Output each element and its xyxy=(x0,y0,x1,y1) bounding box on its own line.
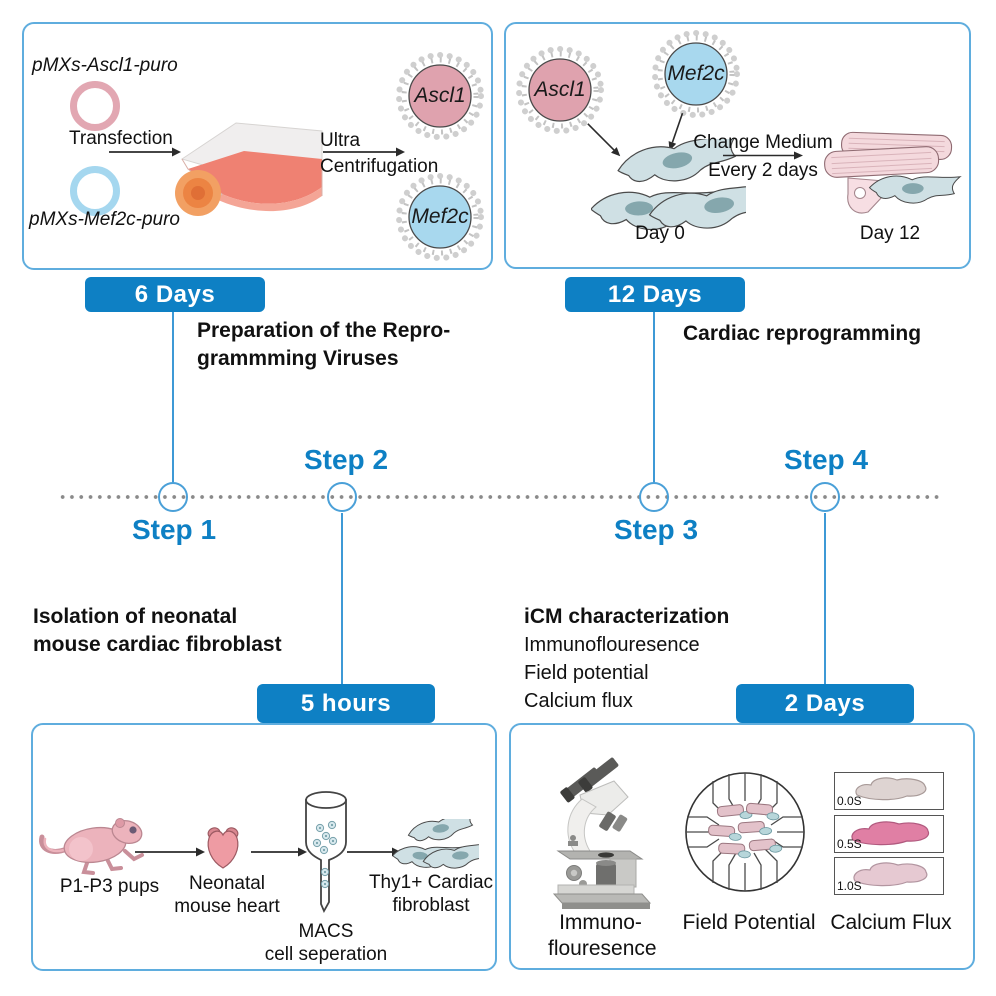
mef2c-virus-label: Mef2c xyxy=(667,62,725,85)
field-potential-mea-icon xyxy=(683,769,807,895)
neonatal-heart-icon xyxy=(204,825,242,871)
isolation-title: Isolation of neonatal mouse cardiac fibr… xyxy=(33,603,282,659)
step1-label: Step 1 xyxy=(131,514,217,545)
macs-label-line1: MACS xyxy=(298,921,354,942)
panel-virus-preparation: pMXs-Ascl1-puro Transfection pMXs-Mef2c-… xyxy=(22,22,493,270)
transfection-label: Transfection xyxy=(69,128,173,149)
panel-isolation: P1-P3 pups Neonatal mouse heart xyxy=(31,723,497,971)
timeline-node-step4 xyxy=(810,482,840,512)
ascl1-virus-icon: Ascl1 xyxy=(515,45,605,135)
change-medium-arrow xyxy=(723,150,803,161)
timeline-node-step3 xyxy=(639,482,669,512)
day12-label: Day 12 xyxy=(859,223,921,244)
isolation-title-line1: Isolation of neonatal xyxy=(33,605,238,628)
timeline-node-step1 xyxy=(158,482,188,512)
icm-method-immunoflouresence: Immunoflouresence xyxy=(524,634,700,656)
change-medium-line1: Change Medium xyxy=(693,132,833,153)
calcium-flux-label: Calcium Flux xyxy=(830,911,952,934)
calcium-frame-3-time: 1.0S xyxy=(837,879,862,893)
virus-prep-title: Preparation of the Repro- grammming Viru… xyxy=(197,317,450,373)
connector-step4 xyxy=(824,513,826,684)
timeline-node-step2 xyxy=(327,482,357,512)
isolation-title-line2: mouse cardiac fibroblast xyxy=(33,633,282,656)
heart-label: Neonatal mouse heart xyxy=(167,872,287,918)
calcium-frame-1: 0.0S xyxy=(834,772,944,810)
culture-flask-icon xyxy=(172,107,330,225)
fibroblast-label-line2: fibroblast xyxy=(392,895,470,916)
icm-method-field-potential: Field potential xyxy=(524,662,649,684)
ultra-label-line2: Centrifugation xyxy=(320,156,439,177)
mef2c-virus-label: Mef2c xyxy=(411,205,469,228)
mef2c-virus-icon: Mef2c xyxy=(651,29,741,119)
cardiac-reprogramming-title: Cardiac reprogramming xyxy=(683,322,922,345)
field-potential-label: Field Potential xyxy=(682,911,816,934)
plasmid-ascl1-icon xyxy=(70,81,120,131)
ascl1-virus-label: Ascl1 xyxy=(414,84,466,107)
heart-to-macs-arrow xyxy=(251,846,307,858)
immunoflouresence-label-line1: Immuno- xyxy=(559,911,642,934)
microscope-icon xyxy=(550,753,654,913)
macs-label-line2: cell seperation xyxy=(264,944,388,965)
connector-step2 xyxy=(341,513,343,684)
ultra-label-line1: Ultra xyxy=(320,130,361,151)
duration-badge-2days: 2 Days xyxy=(736,684,914,723)
calcium-frame-2-time: 0.5S xyxy=(837,837,862,851)
timeline-dotted-line xyxy=(58,494,942,500)
change-medium-line2: Every 2 days xyxy=(708,160,818,181)
icm-method-calcium-flux: Calcium flux xyxy=(524,690,633,712)
ascl1-virus-label: Ascl1 xyxy=(534,78,586,101)
ascl1-to-cells-arrow xyxy=(583,119,624,160)
transfection-arrow xyxy=(109,146,181,158)
pup-to-heart-arrow xyxy=(135,846,205,858)
plasmid-mef2c-icon xyxy=(70,166,120,216)
step3-label: Step 3 xyxy=(613,514,699,545)
plasmid-mef2c-label: pMXs-Mef2c-puro xyxy=(29,209,180,230)
plasmid-ascl1-label: pMXs-Ascl1-puro xyxy=(32,55,178,76)
panel-characterization: Immuno- flouresence xyxy=(509,723,975,970)
calcium-frame-2: 0.5S xyxy=(834,815,944,853)
day0-label: Day 0 xyxy=(635,223,685,244)
mef2c-virus-icon: Mef2c xyxy=(395,172,485,262)
virus-prep-title-line1: Preparation of the Repro- xyxy=(197,319,451,342)
calcium-frame-1-time: 0.0S xyxy=(837,794,862,808)
immunoflouresence-label-line2: flouresence xyxy=(548,937,657,960)
icm-characterization-title: iCM characterization xyxy=(524,605,730,628)
heart-label-line1: Neonatal xyxy=(188,873,266,894)
ultra-centrifugation-arrow xyxy=(323,146,405,158)
step4-label: Step 4 xyxy=(783,444,869,475)
fibroblast-label-line1: Thy1+ Cardiac xyxy=(368,872,494,893)
day12-icm-icon xyxy=(822,130,962,222)
calcium-frame-3: 1.0S xyxy=(834,857,944,895)
cardiac-fibroblast-icon xyxy=(393,819,479,875)
step2-label: Step 2 xyxy=(303,444,389,475)
fibroblast-label: Thy1+ Cardiac fibroblast xyxy=(366,871,496,917)
duration-badge-12days: 12 Days xyxy=(565,277,745,312)
connector-step3 xyxy=(653,312,655,483)
heart-label-line2: mouse heart xyxy=(174,896,280,917)
mouse-pup-icon xyxy=(37,811,155,875)
ascl1-virus-icon: Ascl1 xyxy=(395,51,485,141)
connector-step1 xyxy=(172,312,174,483)
virus-prep-title-line2: grammming Viruses xyxy=(197,347,399,370)
day0-fibroblasts-icon xyxy=(591,139,746,235)
panel-cardiac-reprogramming: Ascl1 Mef2c xyxy=(504,22,971,269)
duration-badge-5hours: 5 hours xyxy=(257,684,435,723)
pups-label: P1-P3 pups xyxy=(59,876,160,897)
macs-column-icon xyxy=(302,788,350,922)
duration-badge-6days: 6 Days xyxy=(85,277,265,312)
